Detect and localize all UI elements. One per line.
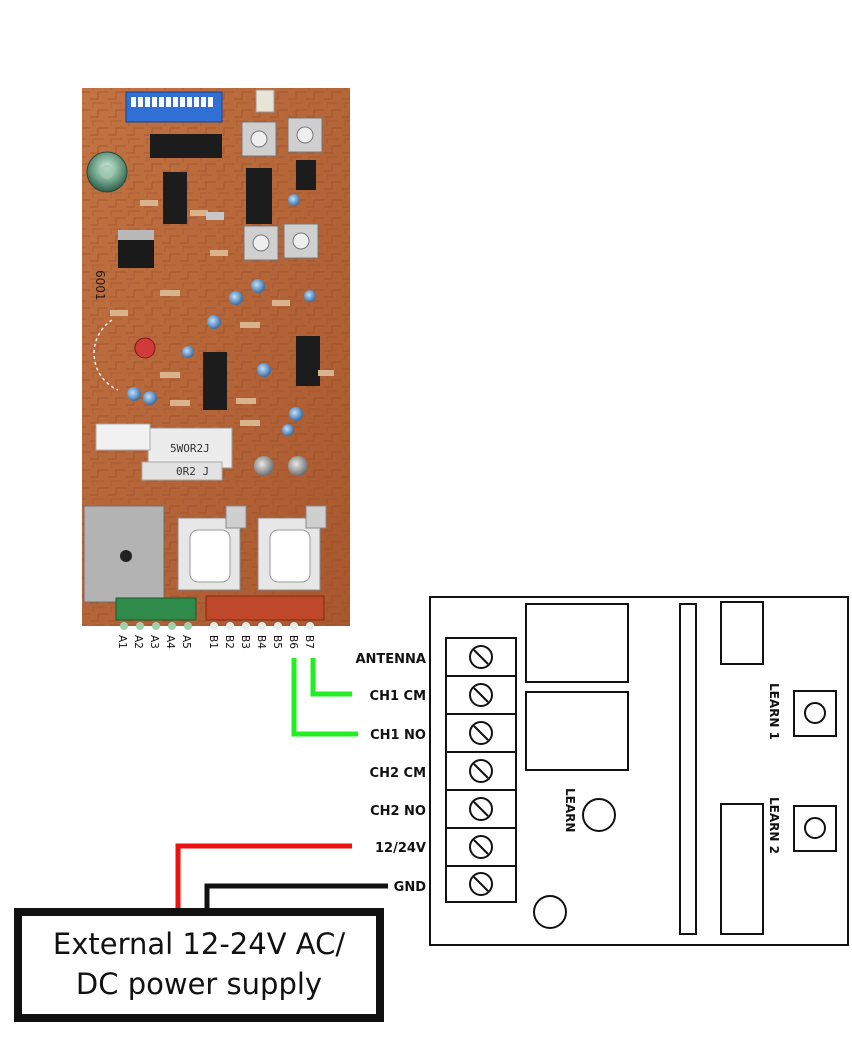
terminal-label-b5: B5 [271, 635, 283, 649]
wire-gnd [204, 883, 388, 910]
ic-chip [150, 134, 222, 158]
learn-2-label: LEARN 2 [767, 797, 781, 854]
module-bar [679, 603, 697, 935]
ic-chip [163, 172, 187, 224]
learn-1-button[interactable] [793, 690, 837, 737]
wireless-relay-module: LEARN LEARN 1 LEARN 2 [429, 596, 849, 946]
module-mount-hole [533, 895, 567, 929]
terminal-screws [446, 645, 516, 896]
label-12-24v: 12/24V [375, 841, 426, 856]
wire-12-24v [175, 843, 352, 910]
terminal-block-a [115, 597, 197, 630]
terminal-label-b4: B4 [255, 635, 267, 649]
dip-switch[interactable] [125, 91, 223, 123]
module-component-bottom [720, 803, 764, 935]
power-supply-line1: External 12-24V AC/ [53, 927, 345, 961]
relay-1 [177, 505, 247, 591]
learn-2-button[interactable] [793, 805, 837, 852]
terminal-label-b3: B3 [239, 635, 251, 649]
power-supply-line2: DC power supply [76, 967, 322, 1001]
wire-b7-ch1-cm [310, 658, 352, 697]
label-ch2-no: CH2 NO [370, 804, 426, 819]
learn-led [582, 798, 616, 832]
label-ch1-cm: CH1 CM [370, 689, 426, 704]
wires [175, 658, 388, 910]
terminal-block-b [205, 595, 325, 630]
trim-potentiometer[interactable] [134, 337, 156, 359]
learn-1-label: LEARN 1 [767, 683, 781, 740]
rf-coil [283, 223, 319, 259]
voltage-regulator [118, 230, 154, 268]
wire-b6-ch1-no [291, 658, 358, 737]
module-relay-2 [525, 691, 629, 771]
power-resistor: 5WOR2J 0R2 J [95, 423, 233, 481]
small-components [110, 194, 334, 476]
label-ch1-no: CH1 NO [370, 728, 426, 743]
bridge-rectifier [83, 505, 165, 603]
svg-text:0R2 J: 0R2 J [176, 465, 209, 478]
terminal-label-b1: B1 [207, 635, 219, 649]
terminal-label-a2: A2 [132, 635, 144, 649]
label-gnd: GND [394, 880, 427, 895]
receiver-pcb: 6001 [82, 88, 350, 630]
relay-2 [257, 505, 327, 591]
learn-led-label: LEARN [563, 788, 577, 832]
terminal-label-a3: A3 [148, 635, 160, 649]
terminal-label-a1: A1 [116, 635, 128, 649]
ic-chip [246, 168, 272, 224]
terminal-label-a5: A5 [180, 635, 192, 649]
pcb-model-label: 6001 [93, 270, 107, 301]
module-relay-1 [525, 603, 629, 683]
ic-chip [296, 336, 320, 386]
svg-text:5WOR2J: 5WOR2J [170, 442, 210, 455]
rf-coil [287, 117, 323, 153]
label-antenna: ANTENNA [355, 652, 426, 667]
terminal-label-a4: A4 [164, 635, 176, 649]
terminal-label-b2: B2 [223, 635, 235, 649]
power-supply: External 12-24V AC/ DC power supply [14, 908, 384, 1022]
ic-chip [203, 352, 227, 410]
power-supply-box [14, 908, 384, 1022]
label-ch2-cm: CH2 CM [370, 766, 426, 781]
module-component-top [720, 601, 764, 665]
pcb-terminal-labels: A1 A2 A3 A4 A5 B1 B2 B3 B4 B5 B6 B7 [116, 635, 315, 649]
terminal-label-b6: B6 [287, 635, 299, 649]
terminal-label-b7: B7 [303, 635, 315, 649]
ic-chip [296, 160, 316, 190]
module-terminal-labels: ANTENNA CH1 CM CH1 NO CH2 CM CH2 NO 12/2… [355, 652, 426, 895]
